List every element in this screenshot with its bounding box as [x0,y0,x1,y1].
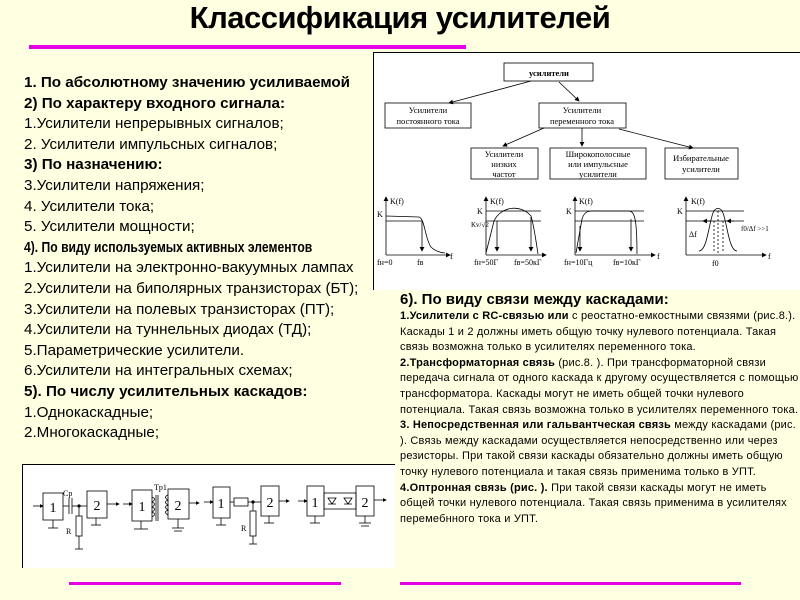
coupling-item: 1.Усилители с RC-связью или с реостатно-… [400,309,800,356]
list-item: 4.Усилители на туннельных диодах (ТД); [24,321,312,339]
axis-label: K [566,207,572,216]
list-item: 2) По характеру входного сигнала: [24,94,286,112]
transformer-label: Tp1 [154,483,167,492]
box-root [503,62,594,82]
list-item: 1.Усилители непрерывных сигналов; [24,115,284,133]
coupling-heading: 6). По виду связи между каскадами: [400,291,669,308]
ratio-label: f0/Δf >>1 [741,225,769,233]
capacitor-label: Cp [63,489,72,498]
axis-label: K [377,210,383,219]
label-wide: Широкополосные [566,149,631,159]
list-item: 5). По числу усилительных каскадов: [24,382,308,400]
label-lf: Усилители [485,149,524,159]
label-lf: низких [491,159,517,169]
label-ac: переменного тока [550,116,614,126]
axis-label: K(f) [691,197,705,206]
circuit-svg: 1 2 1 2 1 2 1 2 Cp R Tp1 R [33,483,387,550]
stage-label: 1 [50,501,57,516]
title-underline [29,45,466,49]
tick-label: fв [417,258,424,267]
coupling-item-text: с реостатно-емкостными связями (рис.8.).… [400,310,796,354]
coupling-item-title: 2.Трансформаторная связь [400,356,556,369]
coupling-item-text: между каскадами (рис. ). Связь между кас… [400,419,796,478]
axis-label: K [477,207,483,216]
coupling-item: 4.Оптронная связь (рис. ). При такой свя… [400,481,800,528]
axis-label: f [768,252,771,261]
stage-label: 1 [139,500,146,515]
stage-label: 2 [362,496,369,511]
box-dc [384,102,472,129]
tick-label: fв=50кГ [514,258,542,267]
list-item: 1.Усилители на электронно-вакуумных ламп… [24,259,354,277]
axis-label: K [677,207,683,216]
list-item: 5. Усилители мощности; [24,218,195,236]
coupling-item: 2.Трансформаторная связь (рис.8. ). При … [400,356,800,418]
list-item: 4. Усилители тока; [24,197,155,215]
list-item: 1.Однокаскадные; [24,403,154,421]
tick-label: f0 [712,259,719,268]
label-wide: усилители [579,169,617,179]
coupling-item-title: 3. Непосредственная или гальвантческая с… [400,419,671,432]
box-wide [549,147,647,180]
diagram-svg: усилители Усилители постоянного тока Уси… [377,62,771,268]
list-item: 3.Усилители напряжения; [24,176,205,194]
coupling-body: 1.Усилители с RC-связью или с реостатно-… [400,309,800,527]
tick-label: fн=10Гц [564,258,593,267]
stage-label: 1 [218,497,225,512]
coupling-item-title: 1.Усилители с RC-связью или [400,310,569,322]
coupling-item-title: 4.Оптронная связь (рис. ). [400,481,548,494]
box-sel [664,147,739,180]
df-label: Δf [689,230,697,239]
list-item: 2. Усилители импульсных сигналов; [24,135,278,153]
resistor-label: R [241,524,247,533]
box-ac [538,102,627,129]
axis-label: f [657,252,660,261]
slide-title: Классификация усилителей [189,0,611,35]
list-item: 5.Параметрические усилители. [24,341,245,359]
tick-label: fв=10кГ [613,258,641,267]
list-item: 1. По абсолютному значению усиливаемой [24,74,350,91]
coupling-section: 6). По виду связи между каскадами: 1.Уси… [400,291,800,527]
tick-label: fн=0 [377,258,392,267]
stage-label: 2 [267,496,274,511]
list-item: 3.Усилители на полевых транзисторах (ПТ)… [24,300,335,318]
resistor-label: R [66,527,72,536]
axis-label: K(f) [490,197,504,206]
list-item: 2.Усилители на биполярных транзисторах (… [24,279,359,297]
amplifier-classification-diagram: усилители Усилители постоянного тока Уси… [373,52,800,290]
tick-label: fн=50Г [474,258,498,267]
list-item: 4). По виду используемых активных элемен… [24,238,313,256]
list-item: 3) По назначению: [24,156,163,174]
stage-label: 2 [94,499,101,514]
coupling-item: 3. Непосредственная или гальвантческая с… [400,418,800,480]
axis-label: K(f) [579,197,593,206]
list-item: 2.Многокаскадные; [24,424,160,442]
label-sel: Избирательные [673,153,729,163]
label-root: усилители [529,68,569,78]
bottom-accent-line-right [400,582,741,585]
label-dc: Усилители [409,105,448,115]
label-wide: или импульсные [568,159,628,169]
coupling-item-text: (рис.8. ). При трансформаторной связи пе… [400,356,799,416]
label-lf: частот [492,169,516,179]
bottom-accent-line [69,582,341,585]
box-lf [470,147,539,180]
stage-label: 2 [175,499,182,514]
classification-list: 1. По абсолютному значению усиливаемой 2)… [24,73,384,444]
kv-label: Kv/√2 [471,221,489,229]
coupling-circuits-figure: 1 2 1 2 1 2 1 2 Cp R Tp1 R [22,464,395,568]
label-dc: постоянного тока [396,116,459,126]
stage-label: 1 [312,496,319,511]
coupling-item-text: При такой связи каскады могут не иметь о… [400,481,787,525]
axis-label: K(f) [390,197,404,206]
label-sel: усилители [682,164,720,174]
label-ac: Усилители [563,105,602,115]
axis-label: f [450,252,453,261]
list-item: 6.Усилители на интегральных схемах; [24,362,293,380]
